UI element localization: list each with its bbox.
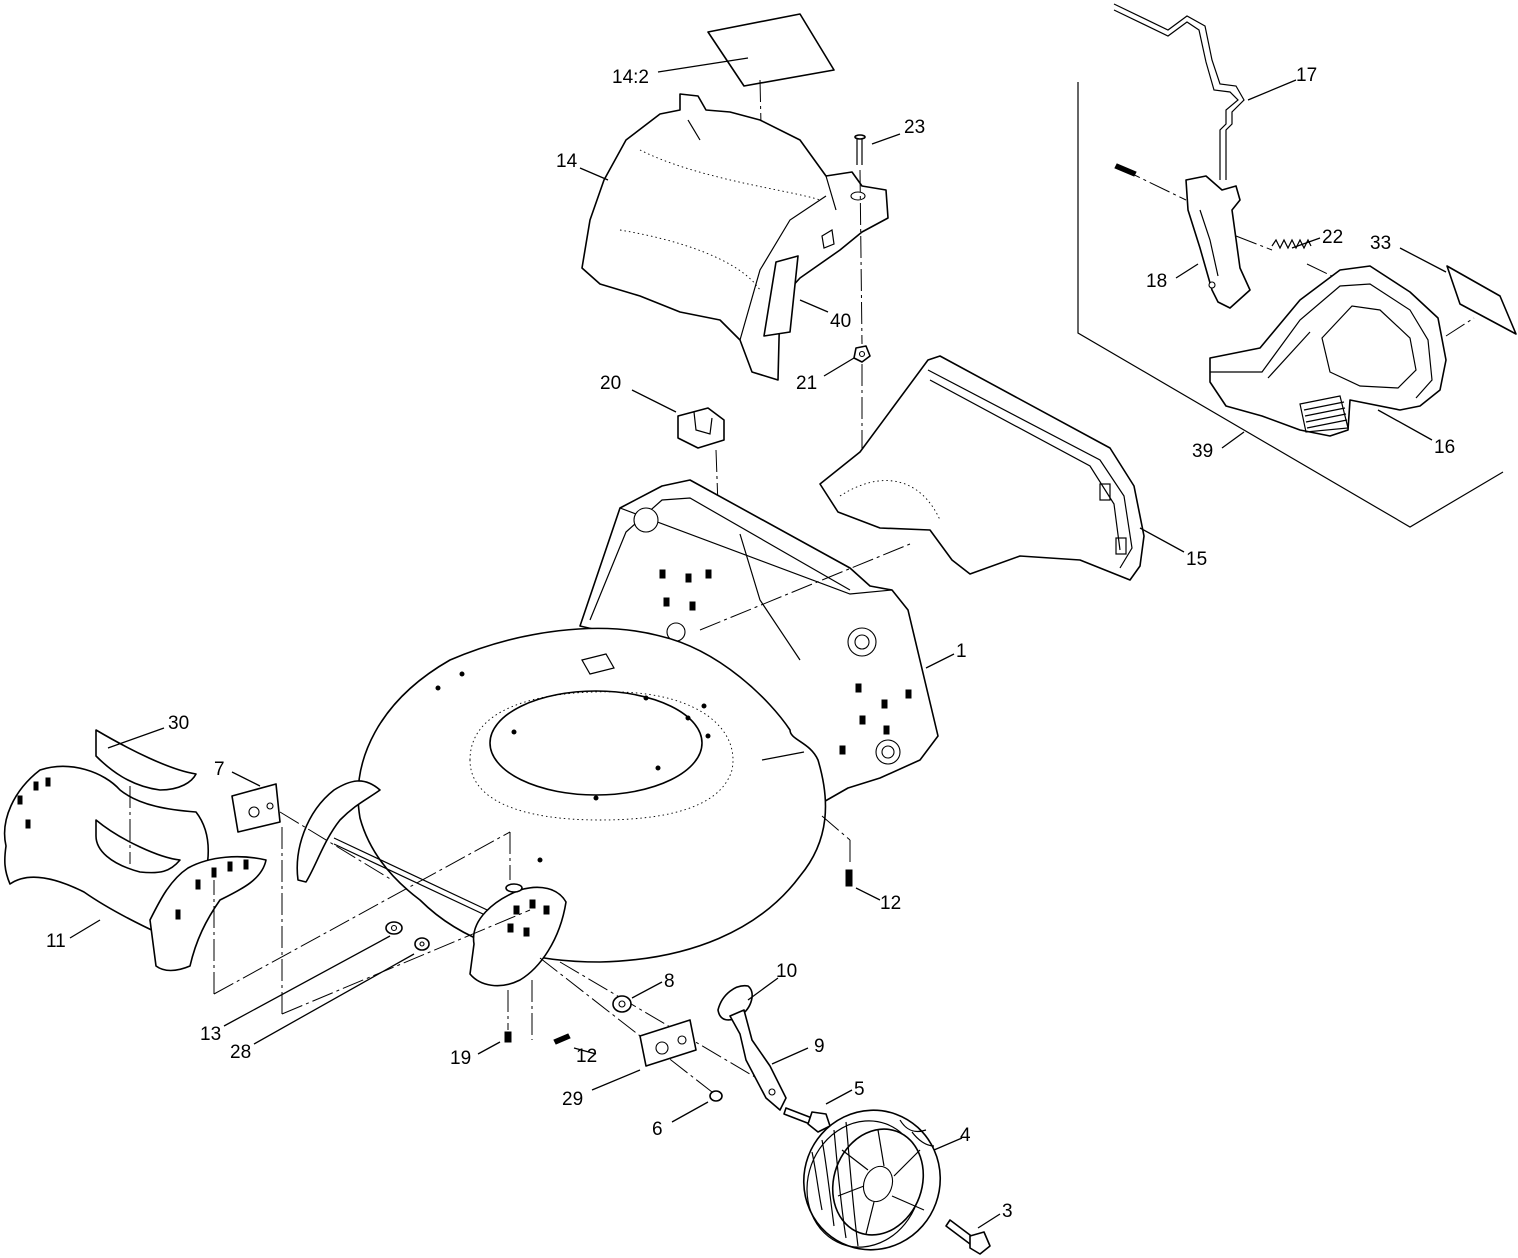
callout-30: 30 [168,713,189,734]
part-18-screw [1114,163,1137,177]
callout-22: 22 [1322,227,1343,248]
callout-21: 21 [796,373,817,394]
callout-1: 1 [956,641,967,662]
part-30-plug-top [95,729,197,791]
callout-labels: 14:2 14 23 17 22 33 18 40 21 20 39 16 15… [46,65,1455,1222]
part-14-rear-cover [581,93,889,381]
part-39-vent [1299,395,1349,433]
part-12-screw-a [845,869,853,887]
callout-17: 17 [1296,65,1317,86]
callout-12-b: 12 [576,1046,597,1067]
part-19-bolt [504,1031,512,1043]
callout-14-2: 14:2 [612,67,649,88]
callout-11: 11 [46,931,66,952]
part-4-wheel [802,1109,942,1251]
part-5-bolt [783,1107,831,1133]
part-33-decal [1445,265,1517,337]
leader-lines [69,57,1447,1229]
callout-39: 39 [1192,441,1213,462]
part-13-spacer [385,921,403,935]
part-22-spring [1235,235,1337,279]
deck-holes [435,671,711,863]
callout-3: 3 [1002,1201,1013,1222]
callout-19: 19 [450,1048,471,1069]
callout-18: 18 [1146,271,1167,292]
callout-14: 14 [556,151,578,172]
callout-5: 5 [854,1079,865,1100]
part-9-lever [729,1009,787,1111]
assembly-lines [129,543,911,1093]
callout-4: 4 [960,1125,971,1146]
callout-9: 9 [814,1036,825,1057]
callout-23: 23 [904,117,925,138]
part-16-housing [1209,265,1447,437]
part-40-decal [763,255,799,337]
part-15-bag-frame [819,355,1145,581]
part-12-screw-b [553,1033,571,1045]
part-6-washer [709,1090,723,1102]
callout-13: 13 [200,1024,221,1045]
part-height-plate [149,855,267,972]
callout-20: 20 [600,373,621,394]
plate-slots [175,859,249,920]
part-28-washer [414,937,430,951]
part-3-bolt [945,1219,991,1255]
part-17-control-rod [1113,3,1245,180]
part-1-deck [357,479,939,963]
callout-12-a: 12 [880,893,901,914]
part-7-plate [231,783,281,833]
part-23-screw [854,134,866,345]
deck-slots [659,569,912,755]
inset-frame [1077,82,1504,528]
callout-6: 6 [652,1119,663,1140]
callout-33: 33 [1370,233,1391,254]
bracket-slots [507,899,550,937]
part-18-bracket [1114,163,1251,309]
callout-29: 29 [562,1089,583,1110]
callout-15: 15 [1186,549,1207,570]
wheel-tread [811,1119,935,1247]
part-29-plate [639,1019,697,1067]
part-8-washer [612,995,632,1013]
callout-40: 40 [830,311,851,332]
part-left-bracket [296,780,381,883]
callout-16: 16 [1434,437,1455,458]
callout-10: 10 [776,961,797,982]
plug-slots [17,777,51,829]
part-right-bracket [469,883,567,987]
callout-7: 7 [214,759,225,780]
callout-8: 8 [664,971,675,992]
part-11-mulch-plug [3,765,210,935]
part-21-nut [853,345,871,452]
callout-28: 28 [230,1042,251,1063]
